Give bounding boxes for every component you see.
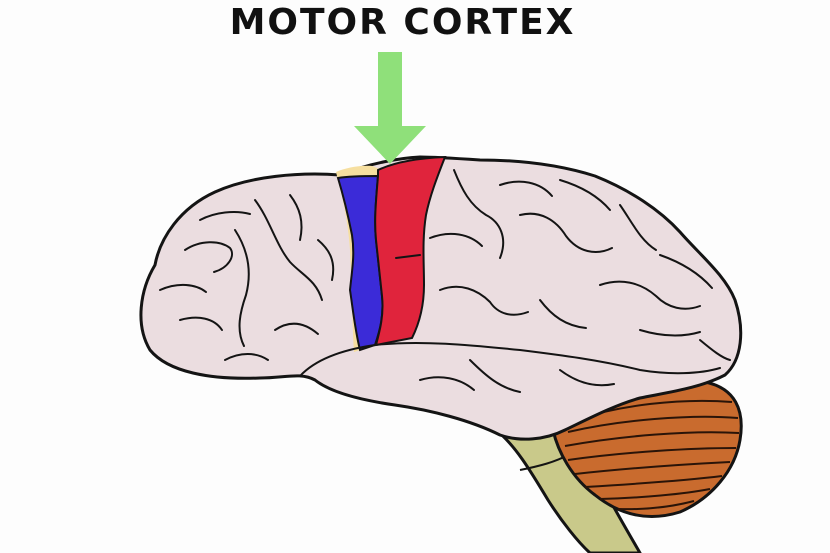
diagram-title: MOTOR CORTEX	[229, 2, 576, 43]
motor-cortex	[374, 155, 447, 347]
down-arrow-icon	[354, 52, 426, 164]
brain-folds	[159, 169, 731, 393]
cerebrum	[139, 155, 743, 441]
